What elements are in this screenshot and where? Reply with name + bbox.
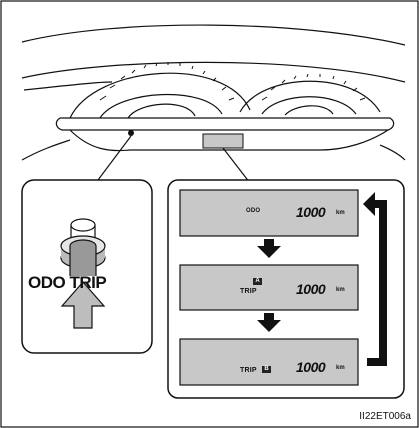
down-arrow-1 [257,239,281,258]
trip-b-mode-label: TRIP [240,367,257,374]
right-gauge-ticks [261,73,366,101]
lcd-trip-b [179,338,359,386]
odo-value: 1000 [296,204,326,220]
trip-a-unit: km [336,287,345,293]
figure-code: II22ET006a [359,411,411,422]
press-arrow [60,281,106,329]
odo-unit: km [336,210,345,216]
trip-b-badge: B [262,366,271,373]
cluster-knob [128,130,134,136]
odo-mode-label: ODO [246,208,261,214]
cluster-display-window [202,133,244,149]
odo-trip-knob-drawing [60,218,106,276]
trip-b-unit: km [336,365,345,371]
left-gauge-ticks [99,62,235,101]
return-arrow [363,192,387,366]
display-leader [222,147,251,184]
dashboard-drawing [21,24,406,161]
trip-a-mode-label: TRIP [240,288,257,295]
down-arrow-2 [257,313,281,332]
trip-a-badge: A [253,278,262,285]
trip-a-value: 1000 [296,281,326,297]
odo-trip-button-label: ODO TRIP [28,273,107,292]
lcd-odo [179,189,359,237]
trip-b-value: 1000 [296,359,326,375]
lcd-trip-a [179,264,359,311]
